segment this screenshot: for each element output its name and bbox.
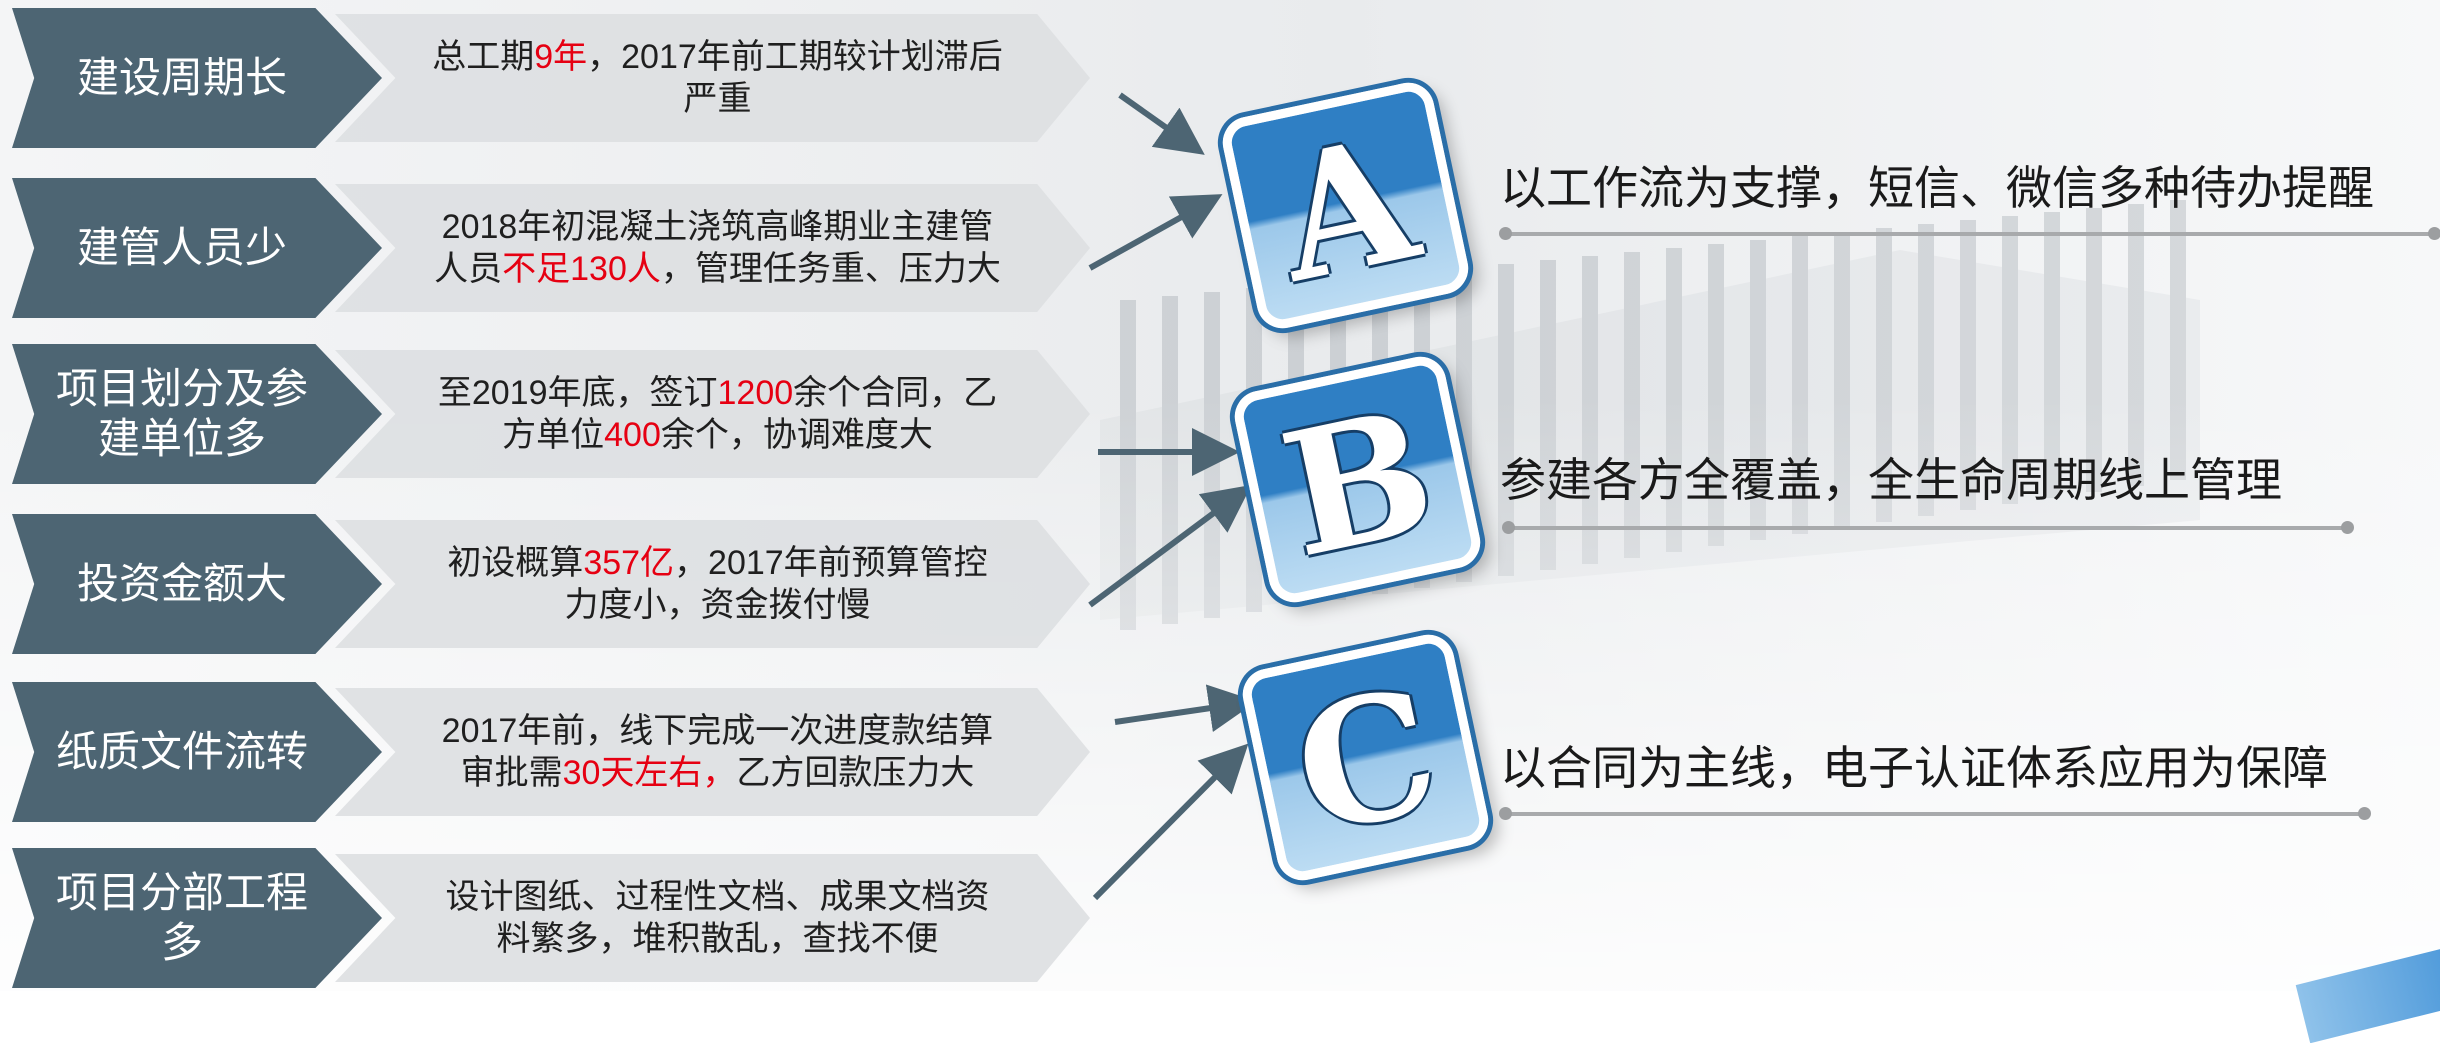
problem-description: 2018年初混凝土浇筑高峰期业主建管人员不足130人，管理任务重、压力大 [335, 184, 1090, 312]
problem-description: 至2019年底，签订1200余个合同，乙方单位400余个，协调难度大 [335, 350, 1090, 478]
problem-description: 2017年前，线下完成一次进度款结算审批需30天左右，乙方回款压力大 [335, 688, 1090, 816]
letter-tile-b: B [1229, 351, 1486, 608]
problem-label: 投资金额大 [12, 514, 382, 654]
problem-description: 初设概算357亿，2017年前预算管控力度小，资金拨付慢 [335, 520, 1090, 648]
letter-c: C [1279, 650, 1454, 874]
letter-a: A [1261, 98, 1432, 322]
problem-description: 设计图纸、过程性文档、成果文档资料繁多，堆积散乱，查找不便 [335, 854, 1090, 982]
problem-label: 纸质文件流转 [12, 682, 382, 822]
problem-label: 项目分部工程多 [12, 848, 382, 988]
problem-label: 建管人员少 [12, 178, 382, 318]
solution-b-divider [1502, 521, 2354, 534]
solution-a-text: 以工作流为支撑，短信、微信多种待办提醒 [1500, 162, 2374, 214]
solution-c-text: 以合同为主线，电子认证体系应用为保障 [1500, 742, 2328, 794]
letter-b: B [1267, 371, 1450, 597]
solution-c-divider [1499, 807, 2371, 820]
solution-a-divider [1499, 227, 2440, 240]
solution-b-text: 参建各方全覆盖，全生命周期线上管理 [1500, 454, 2282, 506]
letter-tile-c: C [1237, 629, 1494, 886]
problem-label: 项目划分及参建单位多 [12, 344, 382, 484]
problem-label: 建设周期长 [12, 8, 382, 148]
problem-description: 总工期9年，2017年前工期较计划滞后严重 [335, 14, 1090, 142]
letter-tile-a: A [1217, 77, 1474, 334]
